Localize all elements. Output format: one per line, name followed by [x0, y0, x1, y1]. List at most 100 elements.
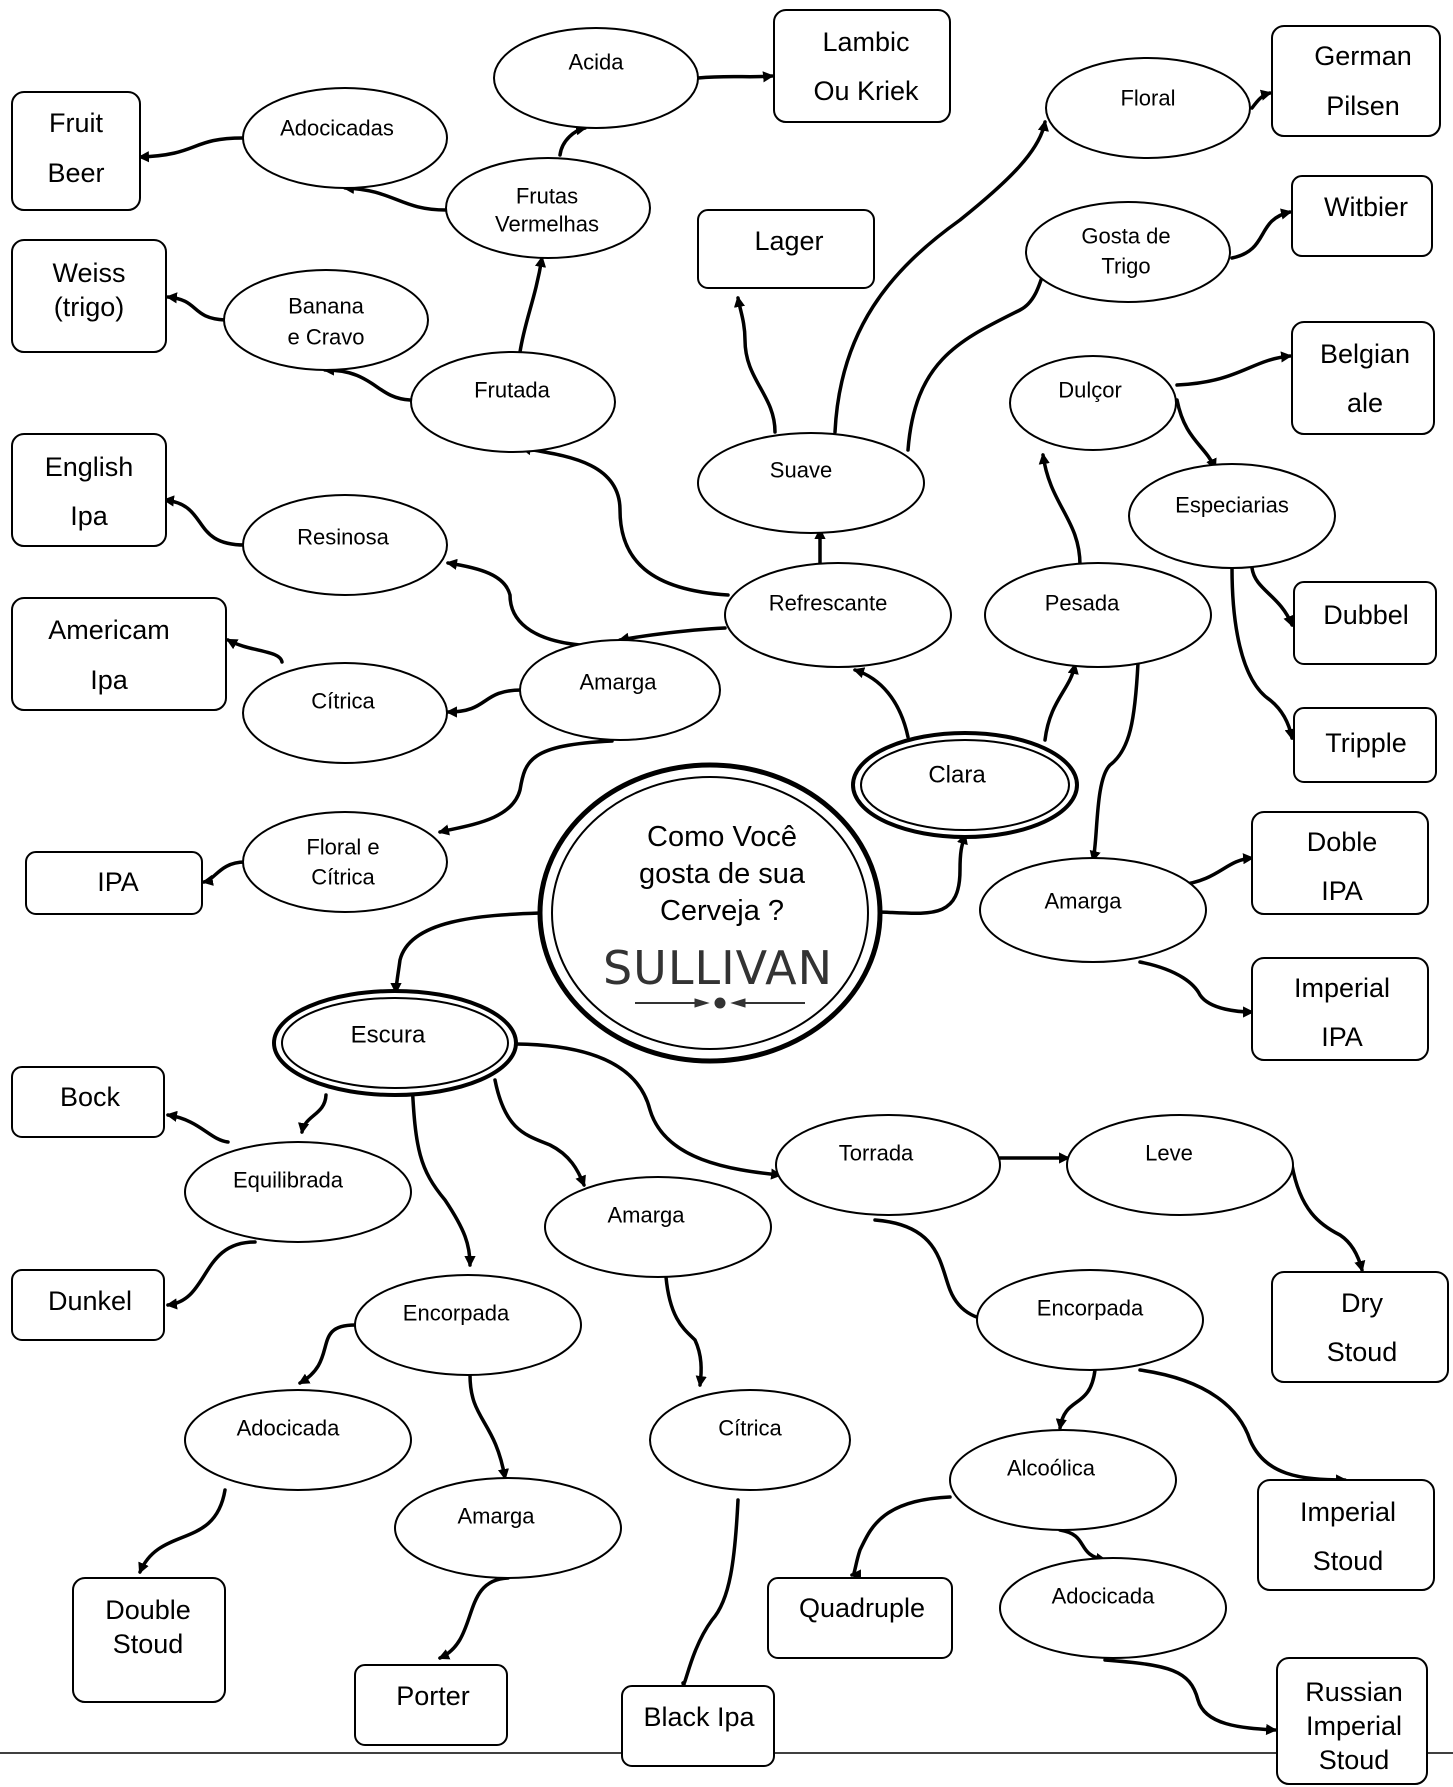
- beer-porter[interactable]: Porter: [354, 1664, 508, 1746]
- node-especiarias[interactable]: Especiarias: [1128, 463, 1336, 569]
- beer-belgian-ale-line-2: ale: [1347, 388, 1383, 418]
- beer-english-ipa[interactable]: English Ipa: [11, 433, 167, 547]
- beer-bock[interactable]: Bock: [11, 1066, 165, 1138]
- edge-trigo-witbier: [1230, 208, 1293, 260]
- node-amarga-encorpada[interactable]: Amarga: [394, 1477, 622, 1579]
- node-dulcor-label: Dulçor: [1058, 378, 1122, 403]
- beer-imperial-stout[interactable]: Imperial Stoud: [1257, 1479, 1435, 1591]
- node-citrica-escura-label: Cítrica: [718, 1416, 782, 1441]
- beer-imperial-ipa[interactable]: Imperial IPA: [1251, 957, 1429, 1061]
- node-clara[interactable]: Clara: [851, 731, 1079, 839]
- node-gosta-trigo-label-2: Trigo: [1101, 254, 1150, 279]
- node-escura[interactable]: Escura: [272, 989, 518, 1097]
- beer-dubbel-label: Dubbel: [1323, 600, 1409, 630]
- beer-black-ipa[interactable]: Black Ipa: [621, 1685, 775, 1767]
- beer-english-ipa-line-2: Ipa: [70, 501, 109, 531]
- node-equilibrada[interactable]: Equilibrada: [184, 1141, 412, 1243]
- node-banana-cravo-label-2: e Cravo: [287, 325, 364, 350]
- beer-german-pilsen[interactable]: German Pilsen: [1271, 25, 1441, 137]
- beer-doble-ipa[interactable]: Doble IPA: [1251, 811, 1429, 915]
- beer-dunkel-label: Dunkel: [48, 1286, 132, 1316]
- beer-dunkel[interactable]: Dunkel: [11, 1269, 165, 1341]
- node-leve[interactable]: Leve: [1066, 1114, 1294, 1216]
- beer-quadruple-label: Quadruple: [799, 1593, 925, 1623]
- node-frutas-vermelhas[interactable]: Frutas Vermelhas: [445, 157, 651, 259]
- beer-fruit-beer-line-2: Beer: [47, 158, 104, 188]
- beer-dry-stout-line-2: Stoud: [1327, 1337, 1398, 1367]
- node-acida-label: Acida: [568, 50, 624, 75]
- beer-weiss[interactable]: Weiss (trigo): [11, 239, 167, 353]
- edge-refrescante-frutada: [519, 444, 730, 597]
- beer-tripple[interactable]: Tripple: [1293, 707, 1437, 783]
- node-citrica-escura[interactable]: Cítrica: [649, 1389, 851, 1491]
- node-refrescante[interactable]: Refrescante: [724, 562, 952, 668]
- beer-lager[interactable]: Lager: [697, 209, 875, 289]
- edge-dulcor-belgian: [1175, 351, 1293, 387]
- edge-escura-torrada: [514, 1042, 783, 1180]
- node-adocicadas[interactable]: Adocicadas: [242, 87, 448, 189]
- node-especiarias-label: Especiarias: [1175, 493, 1289, 518]
- node-amarga-escura[interactable]: Amarga: [544, 1176, 772, 1278]
- node-acida[interactable]: Acida: [493, 27, 699, 129]
- beer-russian-imperial-stout[interactable]: Russian Imperial Stoud: [1276, 1657, 1428, 1785]
- edge-resinosa-englishipa: [162, 495, 247, 547]
- beer-belgian-ale[interactable]: Belgian ale: [1291, 321, 1435, 435]
- node-amarga-clara[interactable]: Amarga: [519, 639, 721, 741]
- edge-escura-amargaescura: [493, 1078, 586, 1188]
- node-gosta-trigo[interactable]: Gosta de Trigo: [1025, 201, 1231, 303]
- edge-amargapesada-dobleipa: [1178, 853, 1255, 887]
- node-adocicadas-label: Adocicadas: [280, 116, 394, 141]
- node-frutada[interactable]: Frutada: [410, 351, 616, 453]
- edge-adocicada-russian: [1103, 1658, 1278, 1736]
- beer-american-ipa[interactable]: Americam Ipa: [11, 597, 227, 711]
- node-refrescante-label: Refrescante: [769, 591, 888, 616]
- node-floral-citrica-label-1: Floral e: [306, 835, 379, 860]
- beer-imperial-stout-line-2: Stoud: [1313, 1546, 1384, 1576]
- center-line-3: Cerveja ?: [660, 895, 784, 927]
- node-encorpada-escura[interactable]: Encorpada: [354, 1274, 582, 1376]
- edge-frutada-frutasvermelhas: [518, 255, 547, 354]
- node-adocicada-alcoolica[interactable]: Adocicada: [999, 1557, 1227, 1659]
- node-resinosa[interactable]: Resinosa: [242, 494, 448, 596]
- beer-imperial-stout-line-1: Imperial: [1300, 1497, 1396, 1527]
- edge-amarga-floralcitrica: [437, 739, 614, 836]
- node-citrica-clara[interactable]: Cítrica: [242, 662, 448, 764]
- beer-english-ipa-line-1: English: [45, 452, 134, 482]
- node-encorpada-escura-label: Encorpada: [403, 1301, 510, 1326]
- logo-ornament-icon: [635, 997, 805, 1009]
- beer-imperial-ipa-line-1: Imperial: [1294, 973, 1390, 1003]
- beer-witbier[interactable]: Witbier: [1291, 175, 1433, 257]
- beer-double-stout[interactable]: Double Stoud: [72, 1577, 226, 1703]
- beer-dubbel[interactable]: Dubbel: [1293, 581, 1437, 665]
- node-alcoolica[interactable]: Alcoólica: [949, 1429, 1177, 1531]
- beer-weiss-line-2: (trigo): [54, 292, 125, 322]
- node-adocicada-alcoolica-label: Adocicada: [1052, 1584, 1156, 1609]
- edge-frutasvermelhas-adocicadas: [342, 182, 448, 212]
- node-pesada[interactable]: Pesada: [984, 562, 1212, 668]
- node-suave[interactable]: Suave: [697, 432, 925, 534]
- beer-tripple-label: Tripple: [1325, 728, 1407, 758]
- node-floral[interactable]: Floral: [1045, 57, 1251, 159]
- edge-pesada-dulcor: [1038, 452, 1082, 567]
- edge-acida-lambic: [696, 71, 775, 83]
- beer-lambic[interactable]: Lambic Ou Kriek: [773, 9, 951, 123]
- node-amarga-pesada[interactable]: Amarga: [979, 857, 1207, 963]
- node-adocicada-escura-label: Adocicada: [237, 1416, 341, 1441]
- node-dulcor[interactable]: Dulçor: [1009, 355, 1177, 451]
- edge-clara-refrescante: [852, 667, 910, 739]
- node-pesada-label: Pesada: [1045, 591, 1120, 616]
- node-encorpada-torrada[interactable]: Encorpada: [976, 1269, 1204, 1371]
- beer-dry-stout[interactable]: Dry Stoud: [1271, 1271, 1449, 1383]
- beer-ipa-label: IPA: [97, 867, 139, 897]
- node-floral-citrica[interactable]: Floral e Cítrica: [242, 811, 448, 913]
- node-torrada[interactable]: Torrada: [775, 1114, 1001, 1216]
- node-resinosa-label: Resinosa: [297, 525, 389, 550]
- beer-fruit-beer[interactable]: Fruit Beer: [11, 91, 141, 211]
- node-adocicada-escura[interactable]: Adocicada: [184, 1389, 412, 1491]
- beer-quadruple[interactable]: Quadruple: [767, 1577, 953, 1659]
- node-amarga-escura-label: Amarga: [607, 1203, 685, 1228]
- node-banana-cravo[interactable]: Banana e Cravo: [223, 269, 429, 371]
- edge-suave-lager: [733, 295, 777, 434]
- beer-ipa[interactable]: IPA: [25, 851, 203, 915]
